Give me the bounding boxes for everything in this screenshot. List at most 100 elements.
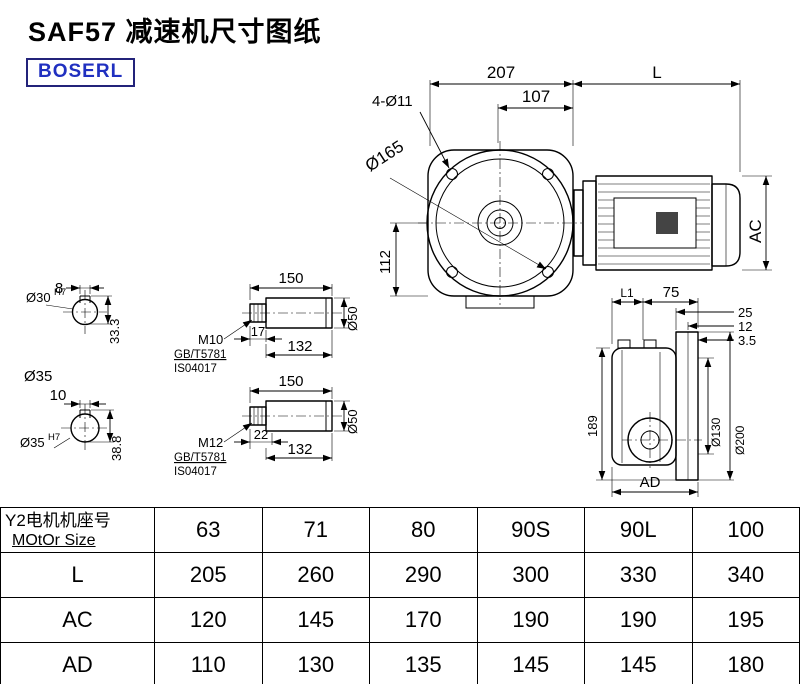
row-label-AC: AC xyxy=(0,597,155,643)
output-flange xyxy=(675,331,699,481)
dim-AD-label: AD xyxy=(640,474,661,491)
table-row: AC 120 145 170 190 190 195 xyxy=(0,597,800,643)
body-length-label: 132 xyxy=(287,441,312,458)
table-cell: 190 xyxy=(476,597,585,643)
bore-circle xyxy=(70,413,100,443)
center-lines xyxy=(418,141,582,305)
shaft-length-label: 150 xyxy=(278,373,303,390)
table-cell: 110 xyxy=(154,642,263,684)
thread-label: M12 xyxy=(198,435,223,450)
brand-logo: BOSERL xyxy=(26,58,136,87)
table-cell: 135 xyxy=(369,642,478,684)
keyway xyxy=(79,409,91,418)
standard-label: IS04017 xyxy=(174,363,217,375)
body-length-label: 132 xyxy=(287,338,312,355)
motor-size-label-en: MOtOr Size xyxy=(12,532,96,549)
motor-size-value: 80 xyxy=(369,507,478,553)
table-cell: 260 xyxy=(261,552,370,598)
motor-size-value: 63 xyxy=(154,507,263,553)
table-cell: 180 xyxy=(691,642,800,684)
dia-165-leader xyxy=(389,177,547,270)
dim-L-label: L xyxy=(652,63,661,82)
motor-size-value: 100 xyxy=(691,507,800,553)
dim-75-label: 75 xyxy=(663,284,680,301)
table-cell: 340 xyxy=(691,552,800,598)
keyway-width-label: 10 xyxy=(50,387,67,404)
front-view-dimensions: 207 L 107 4-Ø11 Ø165 112 AC xyxy=(362,63,772,297)
table-cell: 145 xyxy=(261,597,370,643)
standard-label: GB/T5781 xyxy=(174,349,226,361)
bolt-circle-label: Ø130 xyxy=(709,417,723,447)
table-cell: 330 xyxy=(584,552,693,598)
table-cell: 190 xyxy=(584,597,693,643)
thread-length-label: 22 xyxy=(254,427,268,442)
bore-circle xyxy=(71,298,99,326)
dim-112-label: 112 xyxy=(377,250,394,274)
bore-section-2: Ø35 10 Ø35 H7 38.8 xyxy=(20,368,124,461)
row-label-AD: AD xyxy=(0,642,155,684)
bore-section-1: 8 Ø30 H7 33.3 xyxy=(26,280,122,344)
table-row: AD 110 130 135 145 145 180 xyxy=(0,642,800,684)
row-label-L: L xyxy=(0,552,155,598)
dim-189-label: 189 xyxy=(585,415,600,437)
dia-165-label: Ø165 xyxy=(362,137,407,176)
dim-3-5-label: 3.5 xyxy=(738,333,756,348)
page-title: SAF57 减速机尺寸图纸 xyxy=(28,17,322,47)
thread-length-label: 17 xyxy=(251,324,265,339)
table-cell: 300 xyxy=(476,552,585,598)
dim-25-label: 25 xyxy=(738,305,752,320)
standard-label: IS04017 xyxy=(174,466,217,478)
motor-size-value: 90S xyxy=(476,507,585,553)
table-cell: 170 xyxy=(369,597,478,643)
standard-label: GB/T5781 xyxy=(174,452,226,464)
bore-dia-label: Ø30 xyxy=(26,290,51,305)
keyway xyxy=(79,295,91,303)
table-cell: 130 xyxy=(261,642,370,684)
keyway-height-label: 38.8 xyxy=(109,436,124,461)
motor-size-value: 90L xyxy=(584,507,693,553)
dim-AC-label: AC xyxy=(746,219,765,243)
bore-dia-label: Ø35 xyxy=(20,435,45,450)
shaft-length-label: 150 xyxy=(278,270,303,287)
output-shaft-1: 150 17 132 M10 GB/T5781 IS04017 Ø50 xyxy=(174,270,360,375)
output-shaft-2: 150 22 132 M12 GB/T5781 IS04017 Ø50 xyxy=(174,373,360,478)
keyway-width-label: 8 xyxy=(55,280,63,297)
table-header-row: Y2电机机座号 MOtOr Size 63 71 80 90S 90L 100 xyxy=(0,507,800,553)
holes-leader xyxy=(419,111,450,169)
table-cell: 145 xyxy=(476,642,585,684)
motor-size-header-cell: Y2电机机座号 MOtOr Size xyxy=(0,507,155,553)
bolt-hole xyxy=(542,168,554,180)
dim-207-label: 207 xyxy=(487,63,515,82)
bore-tolerance-label: H7 xyxy=(54,287,66,298)
shaft-dia-label: Ø50 xyxy=(345,409,360,434)
front-view xyxy=(418,141,582,309)
bolt-hole xyxy=(542,266,554,278)
motor-end-cap xyxy=(711,183,741,267)
flange-od-label: Ø200 xyxy=(733,425,747,455)
thread-label: M10 xyxy=(198,332,223,347)
motor xyxy=(573,175,741,271)
dim-12-label: 12 xyxy=(738,319,752,334)
table-cell: 205 xyxy=(154,552,263,598)
dim-107-label: 107 xyxy=(522,87,550,106)
dim-L1-label: L1 xyxy=(620,286,634,300)
table-cell: 120 xyxy=(154,597,263,643)
table-cell: 290 xyxy=(369,552,478,598)
dimension-table: Y2电机机座号 MOtOr Size 63 71 80 90S 90L 100 … xyxy=(0,507,800,684)
bore-tolerance-label: H7 xyxy=(48,432,60,443)
technical-drawing: 207 L 107 4-Ø11 Ø165 112 AC 8 Ø xyxy=(20,63,772,497)
shaft-dia-label: Ø35 xyxy=(24,368,52,385)
motor-size-label-cn: Y2电机机座号 xyxy=(5,511,111,530)
shaft-dia-label: Ø50 xyxy=(345,306,360,331)
motor-nameplate xyxy=(656,212,678,234)
motor-size-value: 71 xyxy=(261,507,370,553)
table-cell: 145 xyxy=(584,642,693,684)
holes-callout-label: 4-Ø11 xyxy=(372,93,413,110)
table-row: L 205 260 290 300 330 340 xyxy=(0,552,800,598)
keyway-height-label: 33.3 xyxy=(107,319,122,344)
bolt-hole xyxy=(446,266,458,278)
table-cell: 195 xyxy=(691,597,800,643)
bolt-hole xyxy=(446,168,458,180)
gearbox-side-body xyxy=(611,347,677,466)
